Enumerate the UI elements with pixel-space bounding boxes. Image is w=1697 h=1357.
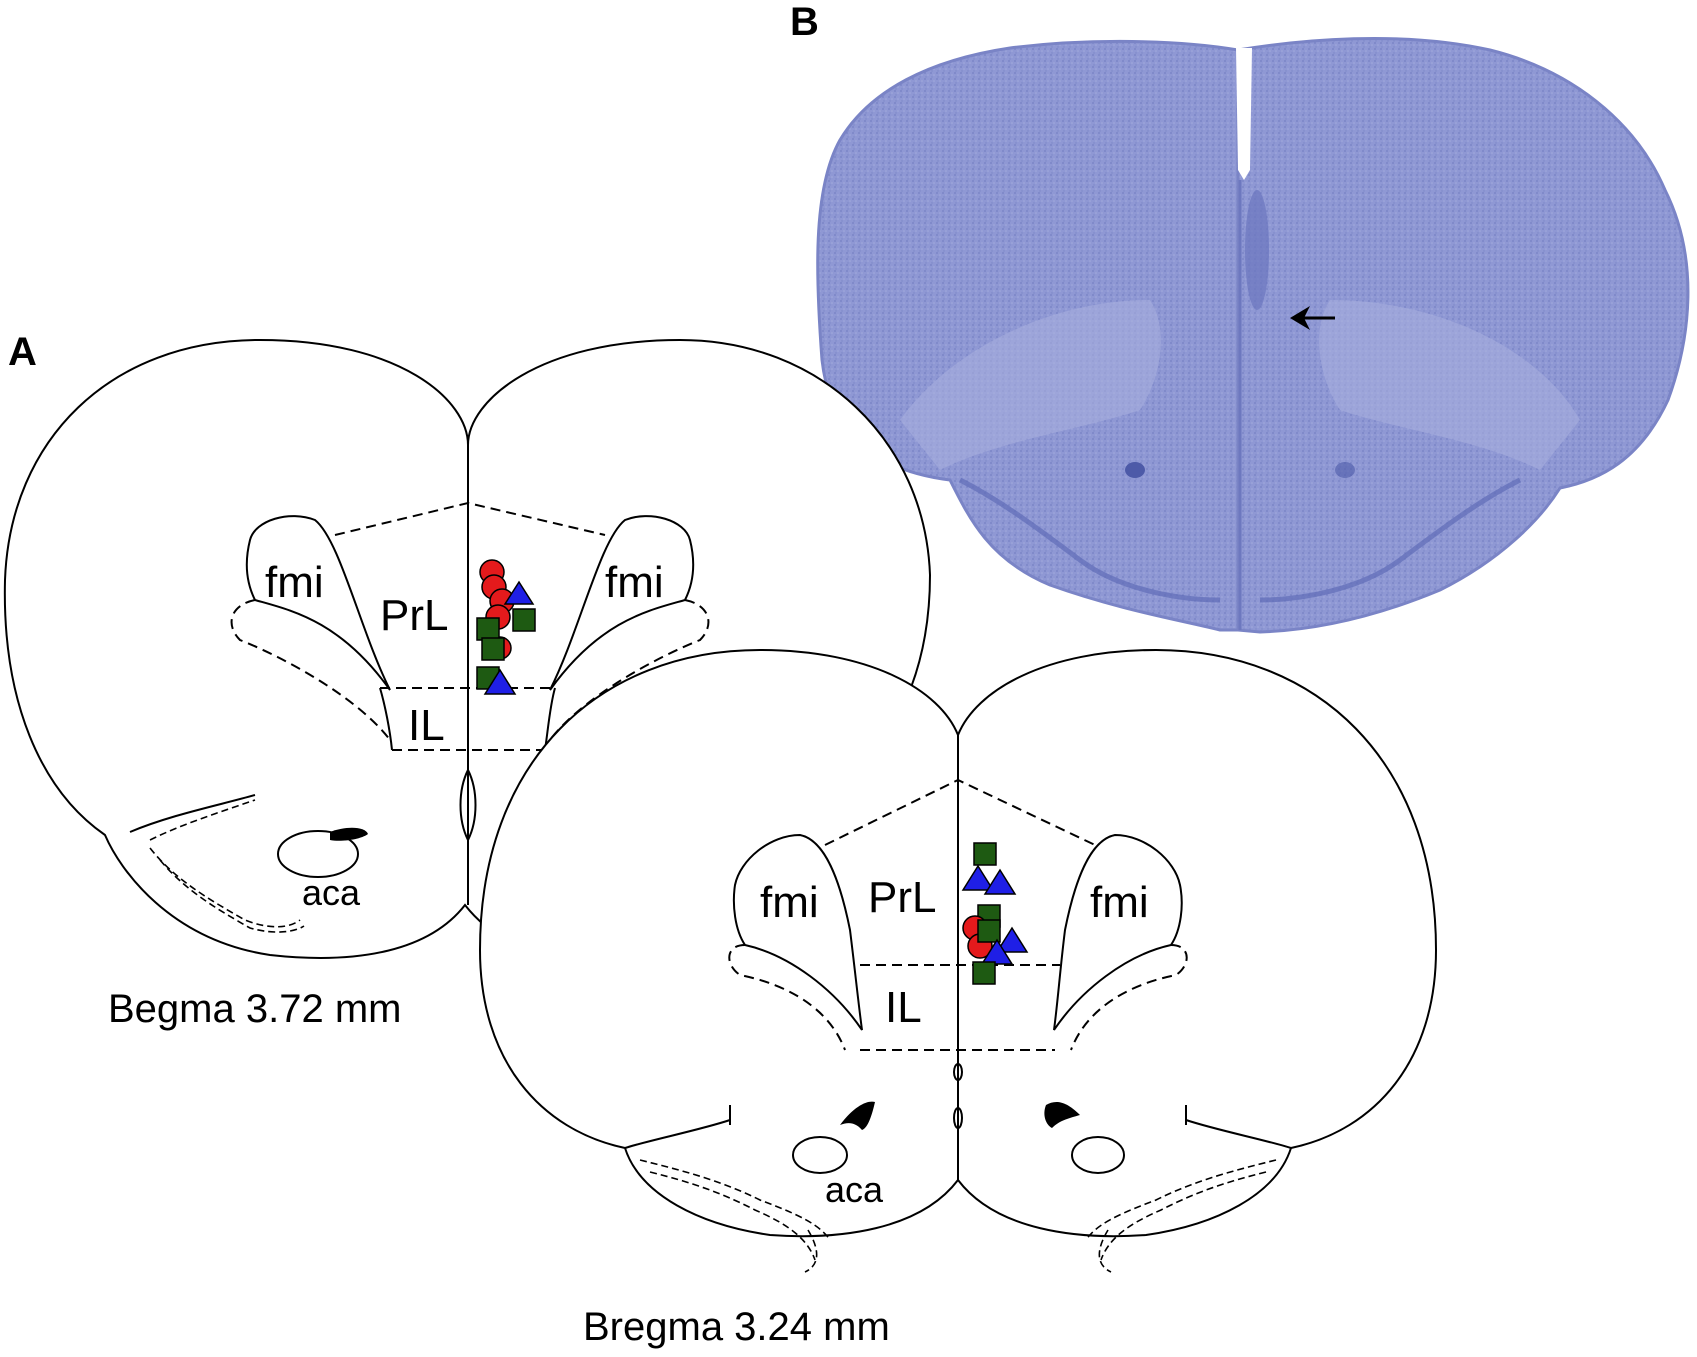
marker-triangle [483, 668, 517, 695]
fmi-right-a2-dash [1070, 944, 1188, 1051]
label-fmi-right-a: fmi [605, 558, 664, 607]
label-il-a: IL [408, 701, 445, 750]
fmi-left-a2-dash [728, 944, 846, 1051]
section-a2-ventral-left-dash2 [649, 1171, 816, 1261]
markers-a2 [961, 842, 1029, 985]
marker-triangle [961, 864, 995, 891]
label-fmi-right-a2: fmi [1090, 878, 1149, 927]
marker-square [481, 637, 505, 661]
section-a2-ventral-right-dash1 [1085, 1159, 1277, 1273]
label-prl-a2: PrL [868, 873, 936, 922]
nissl-white-matter-right [1319, 300, 1580, 470]
prl-top-boundary-a2 [824, 778, 1096, 846]
arrow-left-icon [1290, 306, 1335, 330]
nissl-ventricle-left [1125, 462, 1145, 478]
nissl-ventral-right [1259, 477, 1522, 603]
section-a2-ventral-right [1185, 1105, 1292, 1149]
section-a2-ventral-left-dash1 [639, 1159, 831, 1273]
panel-b-letter: B [790, 0, 819, 44]
panel-a-letter: A [8, 330, 37, 374]
label-aca-a: aca [302, 872, 361, 913]
fmi-right-a2 [1053, 833, 1183, 1031]
marker-square [973, 842, 997, 866]
markers-a [476, 559, 536, 695]
marker-triangle [980, 938, 1014, 965]
marker-square [476, 617, 500, 641]
marker-triangle [995, 926, 1029, 953]
section-a-aca-shape [277, 830, 359, 878]
label-aca-a2: aca [825, 1169, 884, 1210]
section-a2-midline-node1 [953, 1063, 963, 1081]
section-a-ventral-left [129, 794, 256, 833]
panel-b: B [790, 0, 1690, 634]
caption-a: Begma 3.72 mm [108, 987, 401, 1031]
label-prl-a: PrL [380, 591, 448, 640]
il-left-edge-a [379, 687, 393, 751]
section-a-midline-bulge [459, 767, 477, 843]
marker-square [512, 608, 536, 632]
panel-a2: aca fmi fmi PrL IL Bregma 3.24 mm [478, 648, 1438, 1349]
label-il-a2: IL [885, 983, 922, 1032]
caption-a2: Bregma 3.24 mm [583, 1305, 890, 1349]
nissl-section [816, 36, 1690, 634]
fmi-left-a2 [732, 833, 863, 1031]
section-a2-ventricle-left [840, 1101, 875, 1130]
section-a2-ventricle-right [1044, 1102, 1080, 1128]
section-a-ventral-left-dash2 [159, 859, 305, 933]
fmi-left-a-dash [230, 599, 391, 741]
section-a2-midline-node2 [953, 1107, 963, 1129]
label-fmi-left-a2: fmi [760, 878, 819, 927]
section-a2-aca-right [1071, 1136, 1125, 1174]
nissl-midline-track [1236, 48, 1252, 180]
nissl-white-matter-left [900, 300, 1161, 470]
nissl-ventral-left [958, 477, 1221, 603]
marker-triangle [503, 580, 535, 605]
nissl-lesion-site [1245, 190, 1269, 310]
section-a2-ventral-right-dash2 [1100, 1171, 1267, 1261]
section-a-ventral-left-dash1 [149, 799, 301, 928]
section-a2-ventral-left [624, 1105, 731, 1149]
label-fmi-left-a: fmi [265, 558, 324, 607]
marker-square [972, 961, 996, 985]
prl-top-boundary-a [334, 501, 606, 536]
section-a-ventricle [330, 827, 368, 841]
marker-square [977, 919, 1001, 943]
marker-triangle [983, 868, 1017, 895]
section-a2-aca-left [792, 1136, 848, 1174]
nissl-ventricle-right [1335, 462, 1355, 478]
